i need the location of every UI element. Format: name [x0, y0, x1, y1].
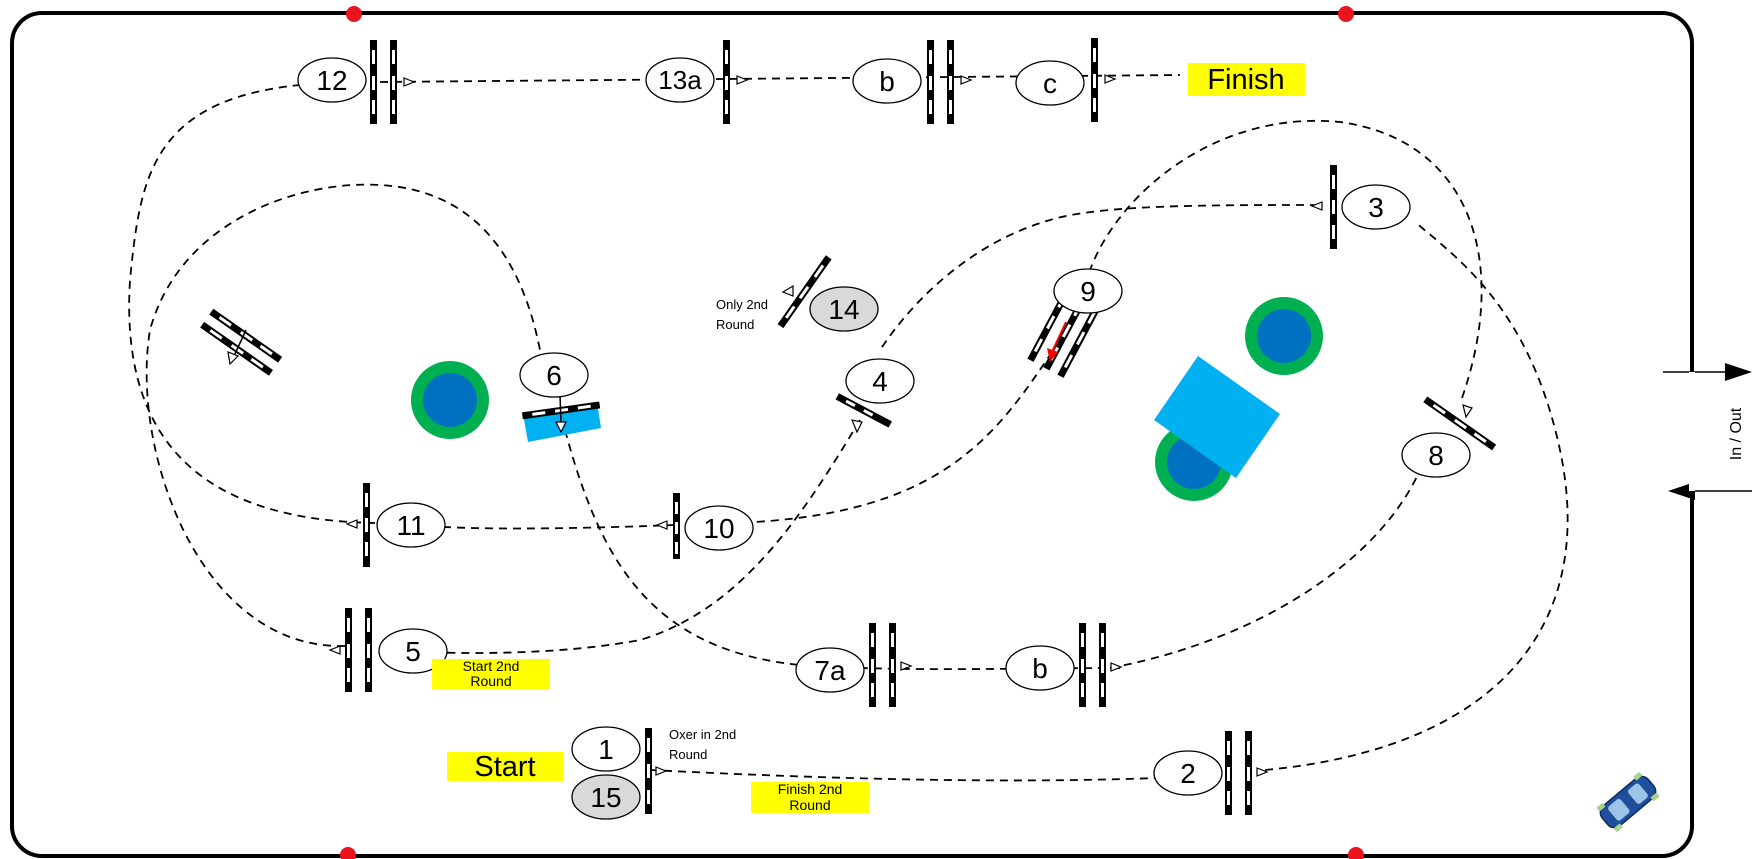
- fence-13b: [927, 40, 973, 124]
- svg-text:Start: Start: [474, 751, 535, 783]
- jump-label-8: 8: [1401, 432, 1471, 478]
- fence-13c: [1091, 38, 1117, 122]
- jump-label-1: 1: [571, 726, 641, 772]
- svg-text:8: 8: [1428, 440, 1444, 471]
- jump-label-7a: 7a: [795, 647, 865, 693]
- svg-text:Start 2nd: Start 2nd: [463, 658, 520, 674]
- jump-label-4: 4: [845, 358, 915, 404]
- oxer-2nd-round-note: Oxer in 2nd Round: [669, 727, 736, 762]
- fence-6: [521, 394, 601, 442]
- svg-text:Finish: Finish: [1207, 64, 1284, 96]
- arena-marker: [340, 847, 356, 859]
- jump-label-13c: c: [1015, 60, 1085, 106]
- svg-text:b: b: [879, 66, 895, 97]
- jump-label-13a: 13a: [645, 57, 715, 103]
- fence-7a: [869, 623, 913, 707]
- fence-3: [1310, 165, 1337, 249]
- fence-4: [835, 393, 892, 428]
- jump-label-5: 5: [378, 628, 448, 674]
- fence-4-arrowhead: [851, 419, 863, 434]
- tree-icon: [411, 361, 489, 439]
- finish-2nd-round-label: Finish 2nd Round: [751, 781, 869, 813]
- start-label: Start: [447, 751, 563, 783]
- svg-text:2: 2: [1180, 758, 1196, 789]
- out-arrow-icon: [1668, 482, 1752, 500]
- svg-text:Only 2nd: Only 2nd: [716, 297, 768, 312]
- start-2nd-round-label: Start 2nd Round: [432, 658, 550, 689]
- jump-label-14: 14: [809, 286, 879, 332]
- svg-text:Round: Round: [669, 747, 707, 762]
- fence-7b: [1079, 623, 1123, 707]
- svg-text:3: 3: [1368, 192, 1384, 223]
- jump-label-11: 11: [376, 502, 446, 548]
- fence-11: [345, 483, 370, 567]
- fence-left-arrowhead: [227, 351, 240, 366]
- jump-label-3: 3: [1341, 184, 1411, 230]
- svg-text:11: 11: [396, 510, 425, 541]
- svg-text:10: 10: [703, 513, 734, 544]
- jump-label-6: 6: [519, 352, 589, 398]
- fence-13a: [723, 40, 749, 124]
- svg-text:13a: 13a: [658, 65, 702, 95]
- svg-text:b: b: [1032, 653, 1048, 684]
- svg-text:Round: Round: [789, 797, 830, 813]
- svg-text:5: 5: [405, 636, 421, 667]
- finish-label: Finish: [1188, 63, 1305, 96]
- fence-12: [370, 40, 416, 124]
- svg-text:Finish 2nd: Finish 2nd: [778, 781, 843, 797]
- svg-text:1: 1: [598, 734, 614, 765]
- only-2nd-round-note: Only 2nd Round: [716, 297, 768, 332]
- jump-label-13b: b: [852, 58, 922, 104]
- fence-1: [645, 728, 668, 814]
- fence-left-arrow: [233, 329, 247, 357]
- svg-text:4: 4: [872, 366, 888, 397]
- red-arrow-head: [1047, 348, 1058, 362]
- arena-marker: [346, 6, 362, 22]
- svg-text:15: 15: [590, 782, 621, 813]
- svg-text:12: 12: [316, 65, 347, 96]
- water-pond: [1154, 356, 1280, 478]
- jump-label-15: 15: [571, 774, 641, 820]
- fence-14: [777, 255, 832, 329]
- svg-text:Oxer in 2nd: Oxer in 2nd: [669, 727, 736, 742]
- svg-text:6: 6: [546, 360, 562, 391]
- fence-2: [1225, 731, 1269, 815]
- svg-text:Round: Round: [716, 317, 754, 332]
- svg-text:c: c: [1043, 68, 1057, 99]
- jump-label-9: 9: [1053, 268, 1123, 314]
- jump-label-10: 10: [684, 505, 754, 551]
- svg-text:14: 14: [828, 294, 859, 325]
- fence-10: [655, 493, 680, 559]
- red-arrow: [1051, 321, 1067, 353]
- fence-8-arrowhead: [1462, 404, 1473, 419]
- svg-text:Round: Round: [470, 673, 511, 689]
- arena-marker: [1338, 6, 1354, 22]
- gate-label: In / Out: [1728, 407, 1745, 460]
- in-arrow-icon: [1663, 363, 1752, 381]
- jump-label-7b: b: [1005, 645, 1075, 691]
- car-icon: [1596, 772, 1660, 832]
- fence-8: [1423, 396, 1497, 451]
- arena-marker: [1348, 847, 1364, 859]
- fence-5: [328, 608, 372, 692]
- tree-icon: [1245, 297, 1323, 375]
- svg-text:7a: 7a: [814, 655, 846, 686]
- jump-label-12: 12: [297, 57, 367, 103]
- jump-label-2: 2: [1153, 750, 1223, 796]
- svg-text:9: 9: [1080, 276, 1096, 307]
